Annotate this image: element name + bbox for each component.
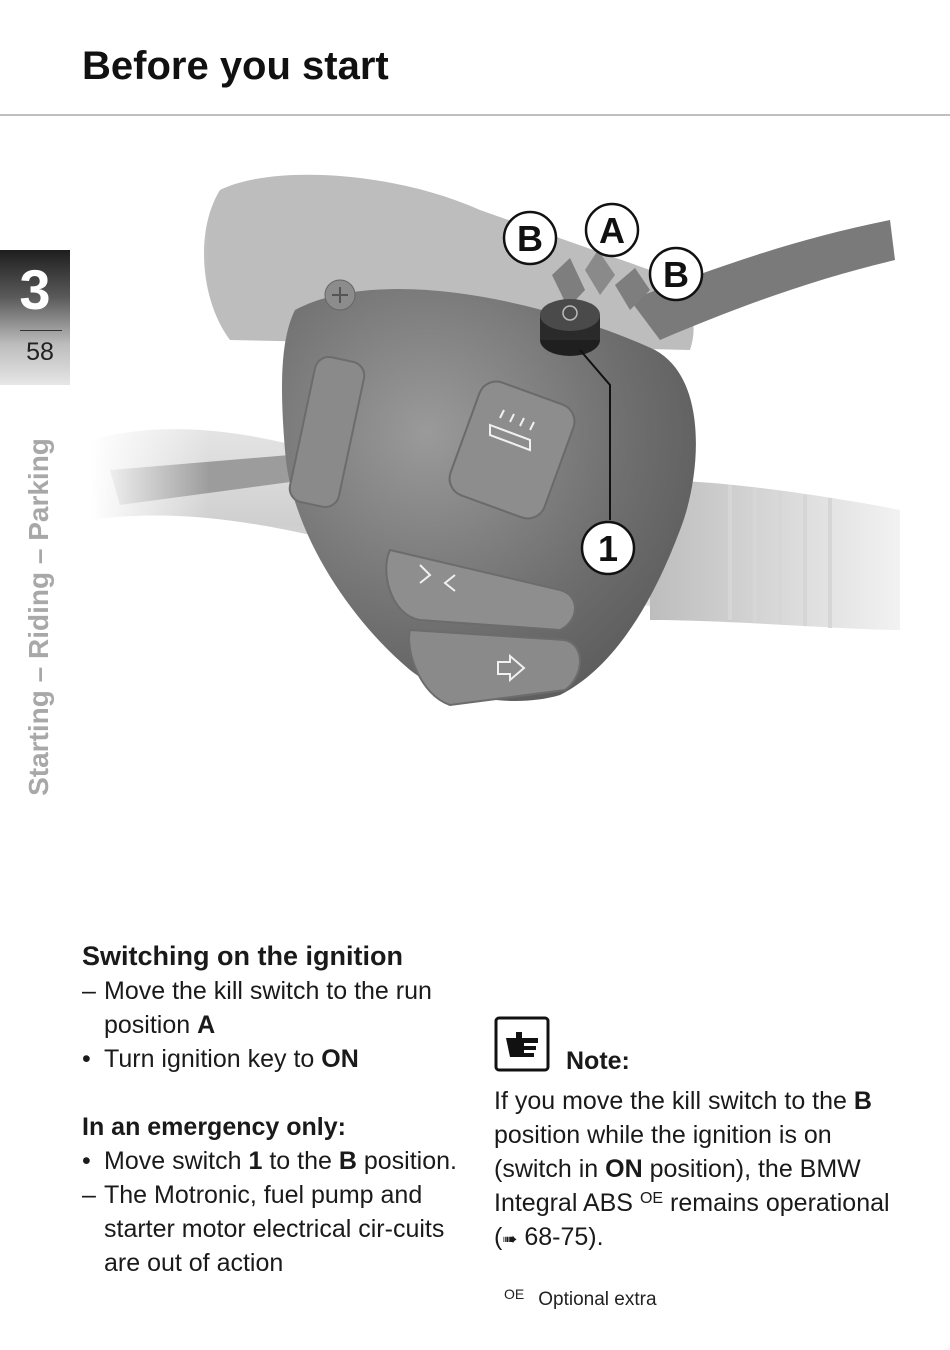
page-reference-arrow-icon: ➠ — [502, 1229, 518, 1249]
grip-ribs — [728, 485, 832, 628]
chapter-number: 3 — [19, 258, 51, 321]
chapter-tab — [0, 250, 70, 385]
instructions-column: Switching on the ignition –Move the kill… — [82, 938, 482, 1280]
title-rule — [0, 114, 950, 116]
list-item: •Turn ignition key to ON — [82, 1042, 482, 1076]
kill-switch-rocker — [552, 250, 650, 310]
turn-signal-switch — [408, 628, 581, 707]
page-title: Before you start — [82, 44, 389, 88]
cable-bundle — [630, 220, 895, 340]
list-item: –Move the kill switch to the run positio… — [82, 974, 482, 1042]
page-number: 58 — [26, 338, 54, 366]
side-rocker-switch — [288, 356, 366, 508]
bullet-marker: • — [82, 1045, 91, 1073]
dash-marker: – — [82, 1181, 96, 1209]
emergency-heading: In an emergency only: — [82, 1113, 346, 1141]
optional-extra-mark: OE — [639, 1190, 664, 1207]
hazard-switch — [385, 548, 576, 632]
note-pointing-hand-icon — [494, 1016, 550, 1072]
svg-text:A: A — [599, 210, 625, 251]
callout-1: 1 — [580, 520, 636, 576]
heated-grip-button-icon — [489, 409, 535, 452]
note-label: Note: — [566, 1047, 630, 1075]
callout-b-right: B — [648, 246, 704, 302]
callout-a: A — [584, 202, 640, 258]
handlebar-switch-illustration: B A B 1 — [90, 150, 900, 870]
heated-grip-button — [448, 380, 576, 520]
chapter-rule — [20, 330, 62, 331]
dash-marker: – — [82, 977, 96, 1005]
hazard-warning-icon — [419, 564, 456, 592]
callout-b-left: B — [502, 210, 558, 266]
footnote: OE Optional extra — [504, 1286, 657, 1311]
svg-text:1: 1 — [598, 528, 618, 569]
list-item: –The Motronic, fuel pump and starter mot… — [82, 1178, 482, 1280]
switching-heading: Switching on the ignition — [82, 941, 403, 971]
side-chapter-title: Starting – Riding – Parking — [23, 438, 54, 796]
footnote-text: Optional extra — [538, 1289, 657, 1310]
bullet-marker: • — [82, 1147, 91, 1175]
list-item: •Move switch 1 to the B position. — [82, 1144, 482, 1178]
note-text: If you move the kill switch to the B pos… — [494, 1087, 890, 1251]
note-box: Note: If you move the kill switch to the… — [494, 1010, 914, 1256]
turn-signal-arrow-icon — [497, 653, 526, 683]
callout-leader-line — [579, 349, 611, 520]
handlebar-grip — [650, 480, 900, 630]
svg-text:B: B — [517, 218, 543, 259]
kill-switch-knob — [540, 299, 600, 356]
svg-text:B: B — [663, 254, 689, 295]
footnote-mark: OE — [504, 1286, 525, 1302]
